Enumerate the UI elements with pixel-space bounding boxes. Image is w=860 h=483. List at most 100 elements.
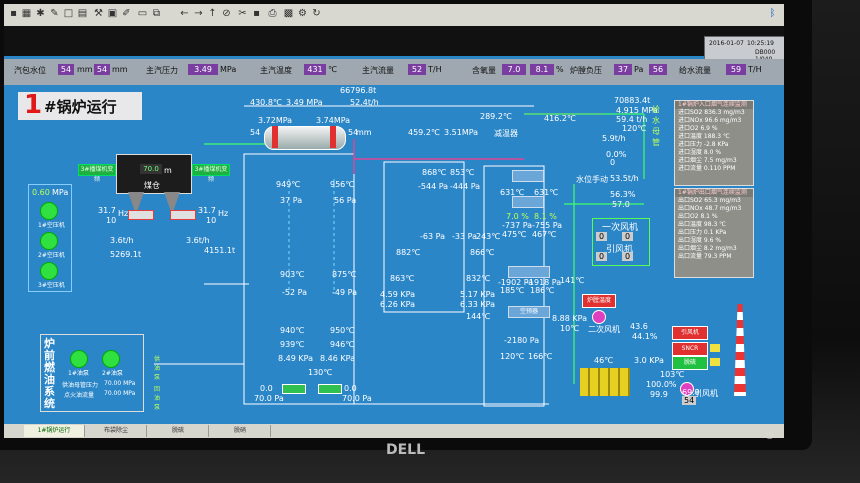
drum-press-right: 3.74MPa bbox=[316, 116, 351, 125]
inlet-row: 进口SO2 836.3 mg/m3 bbox=[678, 109, 745, 116]
status-value: 7.0 bbox=[502, 64, 526, 75]
status-label: 主汽流量 bbox=[362, 66, 394, 75]
bed-press-right: 8.46 KPa bbox=[320, 354, 355, 363]
bed-press-left: 8.49 KPa bbox=[278, 354, 313, 363]
feeder-left-flow: 3.6t/h bbox=[110, 236, 134, 245]
id-fan-pct: 100.0% bbox=[646, 380, 677, 389]
cyclone-t6: 832℃ bbox=[466, 274, 491, 283]
print-icon[interactable]: ⎙ bbox=[268, 8, 277, 19]
outlet-row: 出口温度 98.3 ℃ bbox=[678, 221, 726, 228]
backpass-t8: 186℃ bbox=[530, 286, 555, 295]
damper-right[interactable] bbox=[318, 384, 342, 394]
feed-flow: 59.4 t/h bbox=[616, 115, 648, 124]
furnace-t2: 956℃ bbox=[330, 180, 355, 189]
backpass-p2: -755 Pa bbox=[532, 221, 563, 230]
feeder-right[interactable] bbox=[170, 210, 196, 220]
pen-icon[interactable]: ✎ bbox=[50, 8, 59, 19]
feeder-left-button[interactable]: 3#播煤机变频 bbox=[78, 164, 116, 183]
refresh-icon[interactable]: ↻ bbox=[312, 8, 321, 19]
id-fan-pct2: 99.9 bbox=[650, 390, 668, 399]
primary-fan-v2[interactable]: 0 bbox=[622, 232, 634, 241]
supply-pump-label: 供油泵 bbox=[154, 356, 161, 381]
primary-fan-v1[interactable]: 0 bbox=[596, 232, 608, 241]
drum-press-left: 3.72MPa bbox=[258, 116, 293, 125]
tab-desulf[interactable]: 脱硫 bbox=[148, 425, 209, 437]
outlet-gas-panel: 1#锅炉出口烟气连续监测 出口SO2 65.3 mg/m3 出口NOx 48.7… bbox=[674, 188, 754, 278]
page-icon[interactable]: ▭ bbox=[137, 8, 148, 19]
backpass-t4: 467℃ bbox=[532, 230, 557, 239]
damper-left[interactable] bbox=[282, 384, 306, 394]
compressor-1-icon[interactable] bbox=[40, 202, 58, 220]
arrow-right-icon[interactable]: → bbox=[194, 8, 203, 19]
oil-pump-2-icon[interactable] bbox=[102, 350, 120, 368]
fuel-system-title: 炉前燃油系统 bbox=[44, 337, 55, 410]
o2-left: 7.0 % bbox=[506, 212, 529, 221]
chimney bbox=[734, 304, 746, 396]
induced-fan-v2[interactable]: 0 bbox=[622, 252, 634, 261]
drum-valve-left bbox=[272, 126, 278, 148]
backpass-t10: 120℃ bbox=[500, 352, 525, 361]
backpass-t11: 166℃ bbox=[528, 352, 553, 361]
copy-icon[interactable]: ⧉ bbox=[152, 8, 161, 19]
spray-flow2: 53.5t/h bbox=[610, 174, 639, 183]
tool-icon[interactable]: ⚒ bbox=[94, 8, 103, 19]
brush-icon[interactable]: ✂ bbox=[238, 8, 247, 19]
arrow-left-icon[interactable]: ← bbox=[180, 8, 189, 19]
furnace-p4: -49 Pa bbox=[332, 288, 357, 297]
status-box-sncr[interactable]: SNCR bbox=[672, 342, 708, 356]
status-unit: T/H bbox=[748, 65, 762, 74]
compressor-1-label: 1#空压机 bbox=[38, 222, 65, 229]
stop-icon[interactable]: ⊘ bbox=[222, 8, 231, 19]
oil-pump-1-icon[interactable] bbox=[70, 350, 88, 368]
backpass-p5: -2180 Pa bbox=[504, 336, 540, 345]
star-icon[interactable]: ✱ bbox=[36, 8, 45, 19]
status-box-fan[interactable]: 引风机 bbox=[672, 326, 708, 340]
id-fan-icon[interactable] bbox=[680, 382, 694, 396]
boiler-number: 1 bbox=[24, 90, 43, 120]
disk-icon[interactable]: ▪ bbox=[10, 8, 17, 19]
box-icon[interactable]: ▤ bbox=[77, 8, 88, 19]
induced-fan-label: 引风机 bbox=[606, 245, 634, 255]
compressor-3-label: 3#空压机 bbox=[38, 282, 65, 289]
compressor-2-icon[interactable] bbox=[40, 232, 58, 250]
bottom-v1: 0.0 bbox=[260, 384, 273, 393]
feeder-right-button[interactable]: 3#播煤机变频 bbox=[192, 164, 230, 183]
inlet-gas-panel: 1#锅炉入口烟气连续监测 进口SO2 836.3 mg/m3 进口NOx 96.… bbox=[674, 100, 754, 186]
backpass-t3: 475℃ bbox=[502, 230, 527, 239]
feed-press: 4.915 MPa bbox=[616, 106, 658, 115]
feeder-right-val: 31.7 bbox=[198, 206, 216, 215]
secondary-fan-icon[interactable] bbox=[592, 310, 606, 324]
tab-boiler[interactable]: 1#锅炉运行 bbox=[24, 425, 85, 437]
backpass-t5: 243℃ bbox=[476, 232, 501, 241]
dropper-icon[interactable]: ✐ bbox=[122, 8, 131, 19]
status-label: 炉膛负压 bbox=[570, 66, 602, 75]
save-icon[interactable]: ▪ bbox=[253, 8, 260, 19]
arrow-up-icon[interactable]: ↑ bbox=[208, 8, 217, 19]
drum-level-unit: mm bbox=[356, 128, 372, 137]
steam-press: 3.49 MPa bbox=[286, 98, 323, 107]
grid-icon[interactable]: ▦ bbox=[21, 8, 32, 19]
secondary-alarm[interactable]: 炉膛温度 bbox=[582, 294, 616, 308]
tab-baghouse[interactable]: 布袋除尘 bbox=[86, 425, 147, 437]
id-fan-label: 引风机 bbox=[694, 389, 718, 398]
paste-icon[interactable]: ▣ bbox=[107, 8, 118, 19]
induced-fan-v1[interactable]: 0 bbox=[596, 252, 608, 261]
power-icon[interactable]: ⏻ bbox=[766, 432, 774, 442]
status-value: 54 bbox=[94, 64, 110, 75]
compressor-2-label: 2#空压机 bbox=[38, 252, 65, 259]
tab-denitr[interactable]: 脱硝 bbox=[210, 425, 271, 437]
backpass-t7: 185℃ bbox=[500, 286, 525, 295]
gear-icon[interactable]: ⚙ bbox=[298, 8, 307, 19]
feeder-left[interactable] bbox=[128, 210, 154, 220]
cyclone-p3: -63 Pa bbox=[420, 232, 445, 241]
backpass-p1: -737 Pa bbox=[502, 221, 533, 230]
save-disk-icon[interactable]: ▩ bbox=[283, 8, 294, 19]
backpass-t6: 141℃ bbox=[560, 276, 585, 285]
spray-label[interactable]: 水位手动 bbox=[576, 175, 608, 184]
square-icon[interactable]: □ bbox=[63, 8, 74, 19]
fire-flow-val: 70.00 MPa bbox=[104, 390, 136, 397]
precipitator bbox=[580, 368, 630, 396]
bluetooth-icon[interactable]: ᛒ bbox=[769, 8, 776, 19]
status-box-desulf[interactable]: 脱硫 bbox=[672, 356, 708, 370]
compressor-3-icon[interactable] bbox=[40, 262, 58, 280]
